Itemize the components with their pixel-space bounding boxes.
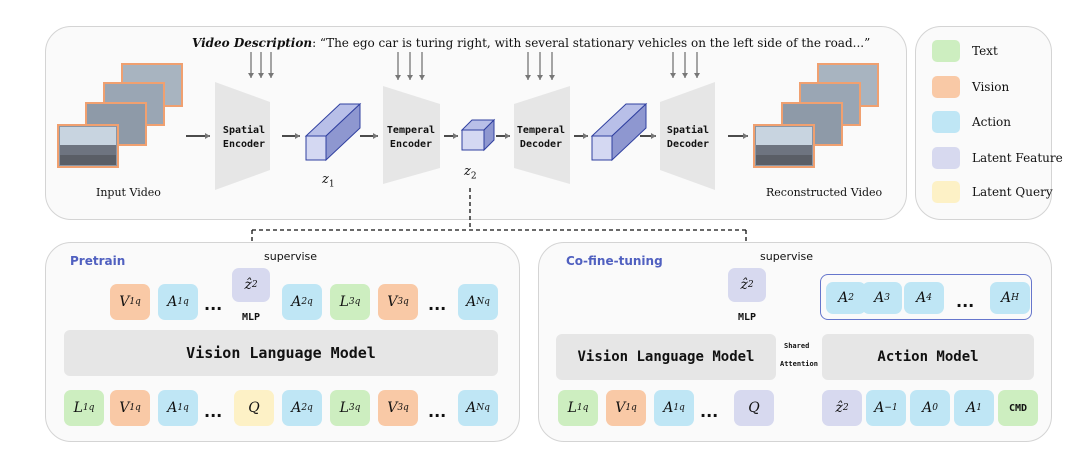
cofinetune-bottom-ellipsis: ... [700, 402, 719, 421]
input-video-frames [57, 63, 183, 168]
decoder-latent-cube [590, 102, 648, 162]
cofinetune-title: Co-fine-tuning [566, 254, 663, 268]
video-description: Video Description: “The ego car is turin… [192, 36, 870, 50]
temporal-decoder-shape [514, 86, 570, 184]
pretrain-title: Pretrain [70, 254, 126, 268]
action-output-group [820, 274, 1032, 320]
legend-swatch-latent-query [932, 181, 960, 203]
input-video-label: Input Video [96, 186, 161, 199]
latent-z2-cube [460, 118, 496, 152]
reconstructed-video-frames [753, 63, 879, 168]
action-input-A-1: A−1 [866, 390, 906, 426]
action-model-bar: Action Model [822, 334, 1034, 380]
z1-label: z1 [322, 172, 335, 190]
cofinetune-supervise-label: supervise [760, 250, 814, 263]
legend-label-latent-query: Latent Query [972, 185, 1053, 199]
legend-label-vision: Vision [972, 80, 1010, 94]
pretrain-vlm-bar: Vision Language Model [64, 330, 498, 376]
reconstructed-video-label: Reconstructed Video [766, 186, 883, 199]
action-input-cmd: CMD [998, 390, 1038, 426]
legend-label-latent-feature: Latent Feature [972, 151, 1063, 165]
latent-z1-cube [304, 102, 362, 162]
spatial-decoder-shape [660, 82, 715, 190]
attention-label: Attention [780, 360, 818, 368]
pretrain-bottom-token-Q: Q [234, 390, 274, 426]
z2-label: z2 [464, 164, 477, 182]
cofinetune-bottom-token-Q: Q [734, 390, 774, 426]
legend-label-action: Action [972, 115, 1011, 129]
cofinetune-mlp-label: MLP [737, 312, 757, 323]
pretrain-supervise-label: supervise [264, 250, 318, 263]
pretrain-mlp-label: MLP [241, 312, 261, 323]
video-description-label: Video Description [192, 36, 313, 50]
pretrain-top-ellipsis-2: ... [428, 295, 447, 314]
description-arrows [248, 52, 700, 80]
pretrain-top-ellipsis-1: ... [204, 295, 223, 314]
pretrain-bottom-ellipsis-1: ... [204, 402, 223, 421]
video-description-text: : “The ego car is turing right, with sev… [312, 36, 871, 50]
pretrain-bottom-ellipsis-2: ... [428, 402, 447, 421]
legend-swatch-latent-feature [932, 147, 960, 169]
spatial-encoder-shape [215, 82, 270, 190]
temporal-encoder-shape [383, 86, 440, 184]
legend-swatch-vision [932, 76, 960, 98]
legend-label-text: Text [972, 44, 998, 58]
legend-swatch-text [932, 40, 960, 62]
legend-swatch-action [932, 111, 960, 133]
action-output-ellipsis: ... [956, 292, 975, 311]
shared-label: Shared [784, 342, 810, 350]
cofinetune-vlm-bar: Vision Language Model [556, 334, 776, 380]
